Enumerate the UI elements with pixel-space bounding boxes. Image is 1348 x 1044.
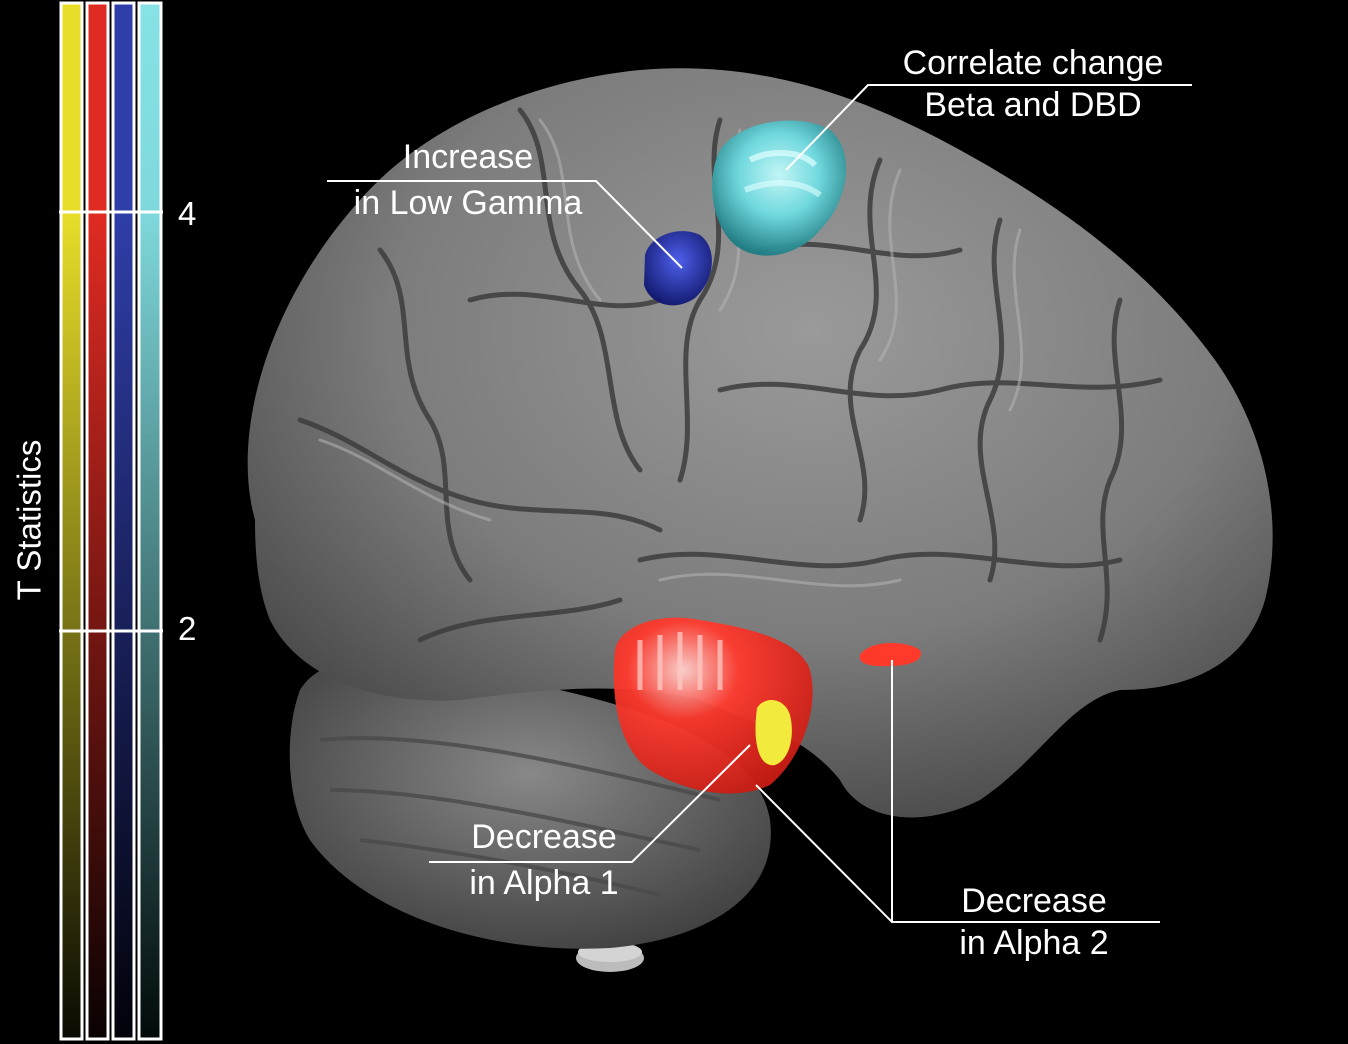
annotation-gamma-line1: Increase	[402, 138, 534, 176]
colorbar-title-text: T Statistics	[10, 439, 48, 601]
colorbar-tick-2: 2	[178, 610, 197, 647]
activation-cyan	[712, 120, 847, 256]
annotation-gamma: Increase in Low Gamma	[330, 134, 606, 226]
annotation-correlate-line1: Correlate change	[902, 44, 1164, 82]
colorbar-blue	[111, 1, 136, 1041]
leader-line-correlate	[785, 84, 1192, 171]
colorbar-title: T Statistics	[6, 420, 52, 620]
annotation-correlate-line2: Beta and DBD	[924, 86, 1142, 124]
annotation-alpha1: Decrease in Alpha 1	[440, 814, 648, 906]
annotation-correlate: Correlate change Beta and DBD	[870, 40, 1196, 128]
annotation-alpha1-line2: in Alpha 1	[469, 864, 619, 902]
colorbar-yellow	[59, 1, 84, 1041]
brain-render-image	[247, 68, 1273, 972]
colorbar-tick-4: 4	[178, 195, 197, 232]
annotation-alpha2-line1: Decrease	[961, 882, 1107, 920]
annotation-alpha2: Decrease in Alpha 2	[930, 878, 1138, 966]
activation-red-small	[859, 643, 921, 667]
annotation-alpha1-line1: Decrease	[471, 818, 617, 856]
annotation-alpha2-line2: in Alpha 2	[959, 924, 1109, 962]
annotation-gamma-line2: in Low Gamma	[353, 184, 583, 222]
colorbar-cyan	[137, 1, 163, 1041]
colorbar	[59, 1, 163, 1041]
leader-line-alpha1	[429, 744, 751, 863]
activation-yellow	[755, 699, 792, 766]
colorbar-red	[85, 1, 110, 1041]
leader-line-gamma	[327, 180, 683, 269]
activation-blue	[644, 231, 712, 306]
